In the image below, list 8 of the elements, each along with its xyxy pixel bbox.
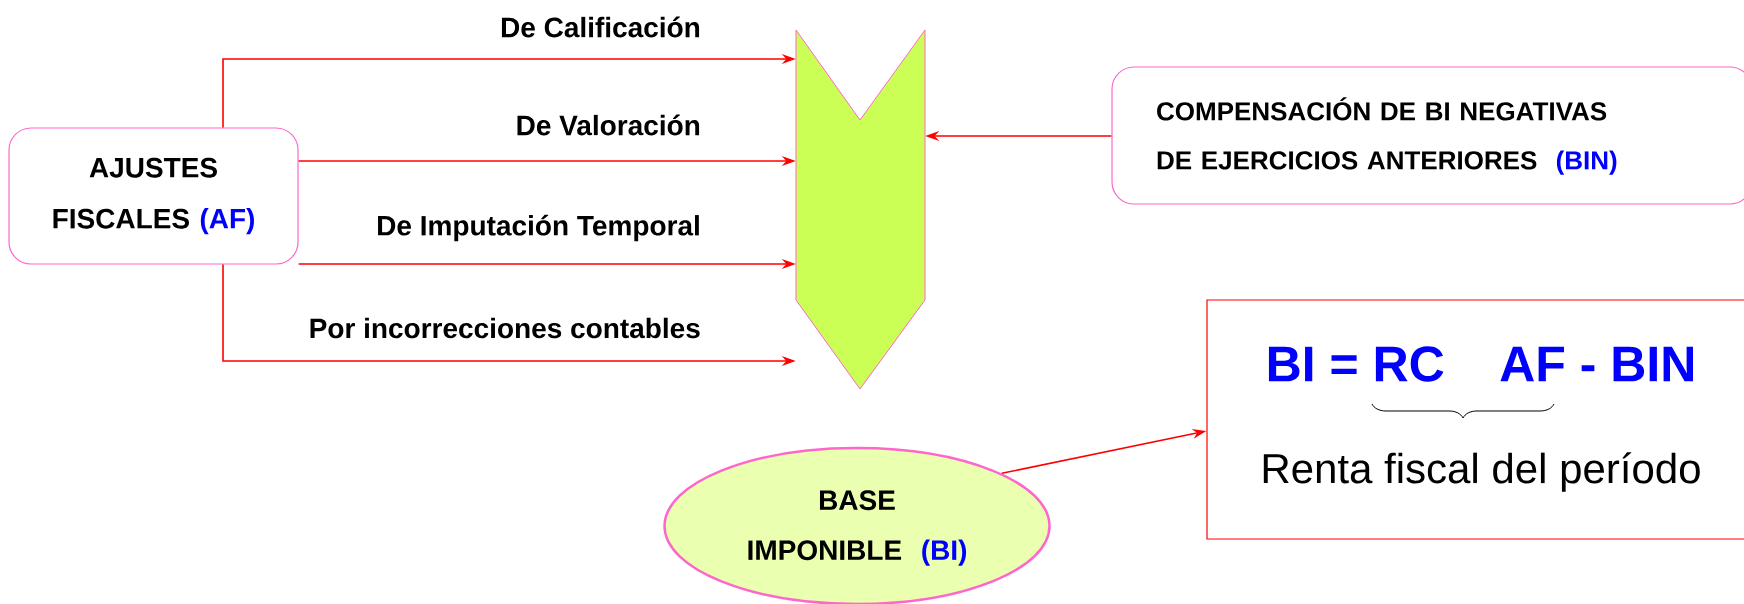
formula-box: BI = RC AF - BIN Renta fiscal del período [1206, 299, 1744, 540]
edge-label: De Imputación Temporal [378, 214, 699, 242]
rounded-box: COMPENSACIÓN DE BI NEGATIVAS DE EJERCICIOS ANTERIORES (BIN) [1111, 66, 1744, 205]
edge-label: De Valoración [517, 114, 700, 136]
chevron-arrow [795, 29, 926, 390]
rounded-box: AJUSTES FISCALES (AF) [8, 127, 299, 265]
edge-label: De Calificación [501, 16, 700, 38]
edge-label: Por incorrecciones contables [310, 317, 700, 339]
